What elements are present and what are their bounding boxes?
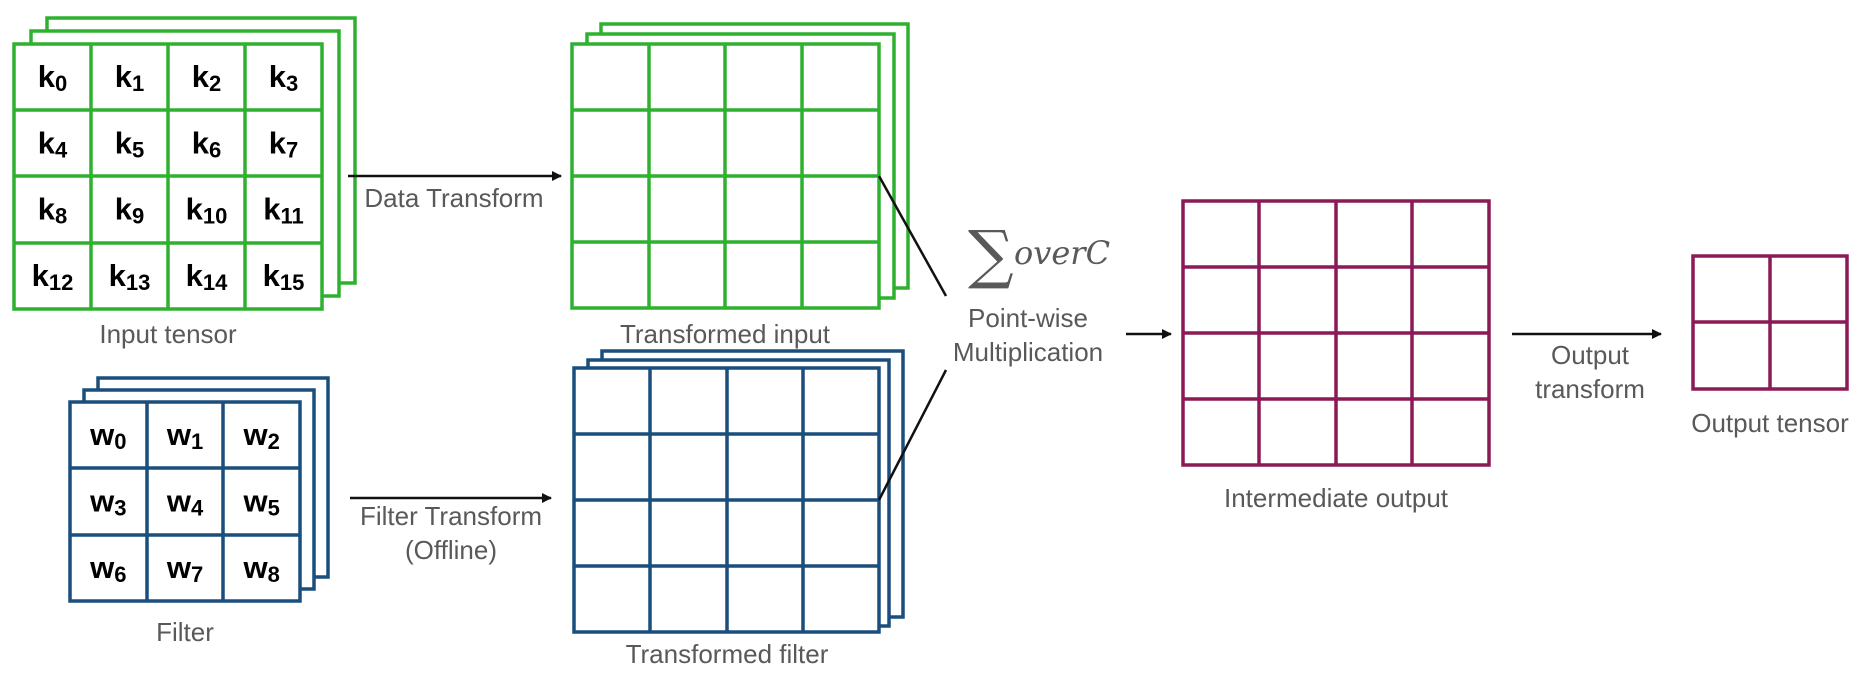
- input-cell-k3: k3: [269, 59, 299, 96]
- transformed-input-stack: [570, 22, 910, 310]
- filter-grid: [68, 400, 302, 603]
- output-transform-label-line2: transform: [1535, 374, 1645, 404]
- transformed-filter-grid: [572, 366, 881, 634]
- filter-cell-w6: w6: [89, 550, 126, 587]
- input-tensor-label: Input tensor: [99, 319, 237, 349]
- output-tensor-grid: [1691, 254, 1849, 391]
- transformed-filter-stack: [572, 349, 905, 634]
- pointwise-label-line1: Point-wise: [968, 303, 1088, 333]
- sum-symbol: ∑: [968, 218, 1014, 292]
- data-transform-label: Data Transform: [364, 183, 543, 213]
- input-cell-k8: k8: [38, 192, 68, 229]
- intermediate-output-grid: [1181, 199, 1491, 467]
- filter-cell-w4: w4: [166, 483, 204, 520]
- intermediate-output-label: Intermediate output: [1224, 483, 1449, 513]
- filter-label: Filter: [156, 617, 214, 647]
- filter-front-layer: [68, 400, 302, 603]
- pointwise-label-line2: Multiplication: [953, 337, 1103, 367]
- transformed-input-grid: [570, 42, 881, 310]
- input-cell-k1: k1: [115, 59, 145, 96]
- filter-transform-label-line2: (Offline): [405, 535, 497, 565]
- sum-over-c: overC: [1014, 234, 1110, 272]
- transformed-input-label: Transformed input: [620, 319, 831, 349]
- input-to-pointwise-line: [877, 175, 948, 297]
- filter-to-pointwise-line: [877, 369, 948, 501]
- filter-cell-w5: w5: [242, 483, 279, 520]
- input-tensor-grid: [12, 42, 324, 311]
- filter-transform-label-line1: Filter Transform: [360, 501, 542, 531]
- filter-cell-w3: w3: [89, 483, 126, 520]
- output-transform-label-line1: Output: [1551, 340, 1630, 370]
- transformed-filter-label: Transformed filter: [626, 639, 829, 669]
- output-tensor-label: Output tensor: [1691, 408, 1849, 438]
